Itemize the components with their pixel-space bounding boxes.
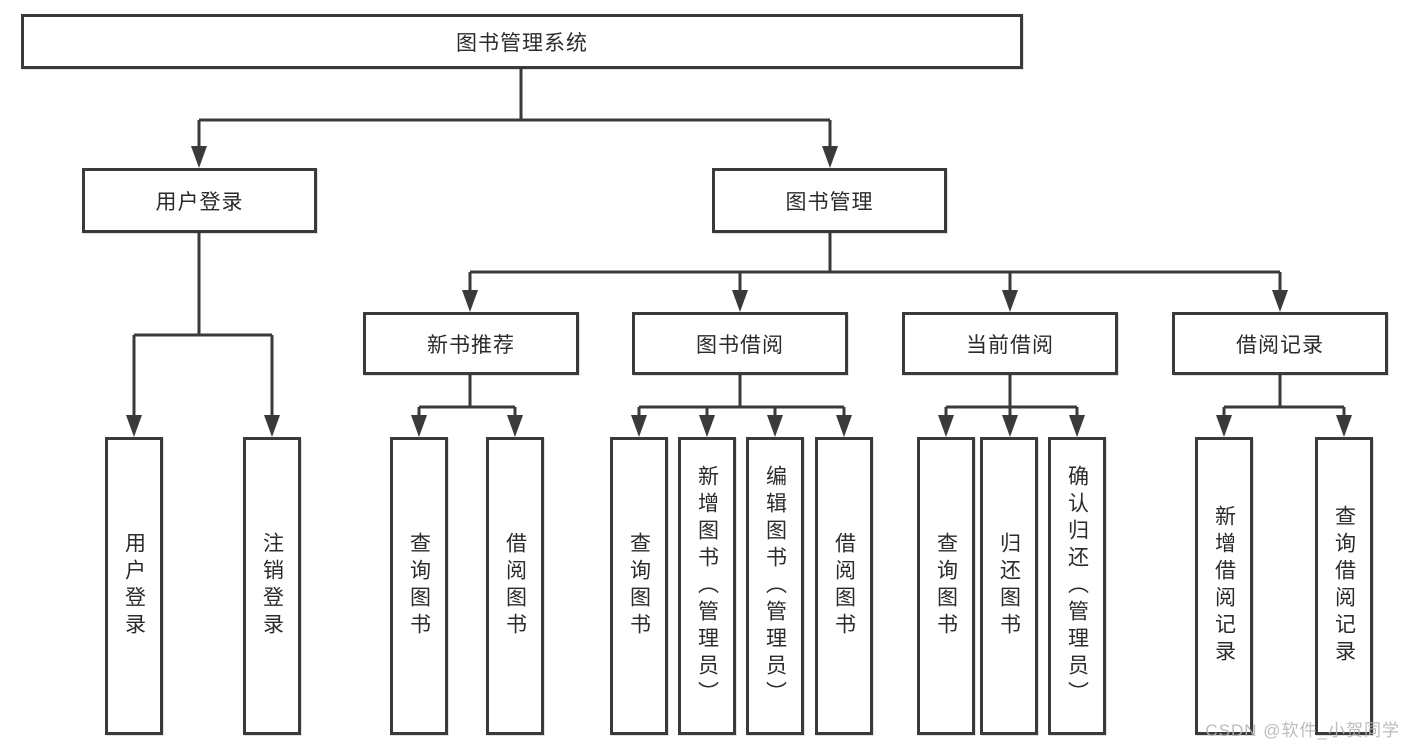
leaf-user-login-label: 用户登录: [122, 532, 146, 640]
node-new-book-recommend: 新书推荐: [363, 312, 579, 375]
leaf-borrow-add-book-admin-label: 新增图书（管理员）: [695, 464, 719, 708]
leaf-borrow-query-book-label: 查询图书: [627, 532, 651, 640]
node-user-login: 用户登录: [82, 168, 317, 233]
node-borrow-records-label: 借阅记录: [1236, 333, 1324, 357]
node-root: 图书管理系统: [21, 14, 1023, 69]
node-new-book-recommend-label: 新书推荐: [427, 333, 515, 357]
leaf-record-add: 新增借阅记录: [1195, 437, 1253, 735]
node-current-borrow-label: 当前借阅: [966, 333, 1054, 357]
leaf-newbook-query-book: 查询图书: [390, 437, 448, 735]
leaf-record-query: 查询借阅记录: [1315, 437, 1373, 735]
leaf-newbook-borrow-book: 借阅图书: [486, 437, 544, 735]
node-borrow-records: 借阅记录: [1172, 312, 1388, 375]
node-book-management-label: 图书管理: [785, 190, 874, 214]
node-root-label: 图书管理系统: [456, 31, 588, 55]
leaf-borrow-borrow-book: 借阅图书: [815, 437, 873, 735]
leaf-current-query-book-label: 查询图书: [934, 532, 958, 640]
leaf-borrow-add-book-admin: 新增图书（管理员）: [678, 437, 736, 735]
leaf-current-confirm-return-admin: 确认归还（管理员）: [1048, 437, 1106, 735]
leaf-borrow-borrow-book-label: 借阅图书: [832, 532, 856, 640]
node-book-borrow: 图书借阅: [632, 312, 848, 375]
leaf-record-query-label: 查询借阅记录: [1332, 505, 1356, 667]
leaf-newbook-borrow-book-label: 借阅图书: [503, 532, 527, 640]
leaf-current-query-book: 查询图书: [917, 437, 975, 735]
leaf-logout: 注销登录: [243, 437, 301, 735]
node-book-management: 图书管理: [712, 168, 947, 233]
leaf-user-login: 用户登录: [105, 437, 163, 735]
leaf-borrow-query-book: 查询图书: [610, 437, 668, 735]
leaf-logout-label: 注销登录: [260, 532, 284, 640]
leaf-borrow-edit-book-admin: 编辑图书（管理员）: [746, 437, 804, 735]
node-current-borrow: 当前借阅: [902, 312, 1118, 375]
leaf-current-return-book-label: 归还图书: [997, 532, 1021, 640]
leaf-newbook-query-book-label: 查询图书: [407, 532, 431, 640]
leaf-current-return-book: 归还图书: [980, 437, 1038, 735]
leaf-record-add-label: 新增借阅记录: [1212, 505, 1236, 667]
csdn-watermark: CSDN @软件_小贺同学: [1205, 721, 1400, 740]
node-book-borrow-label: 图书借阅: [696, 333, 784, 357]
leaf-borrow-edit-book-admin-label: 编辑图书（管理员）: [763, 464, 787, 708]
leaf-current-confirm-return-admin-label: 确认归还（管理员）: [1065, 464, 1089, 708]
node-user-login-label: 用户登录: [155, 190, 244, 214]
